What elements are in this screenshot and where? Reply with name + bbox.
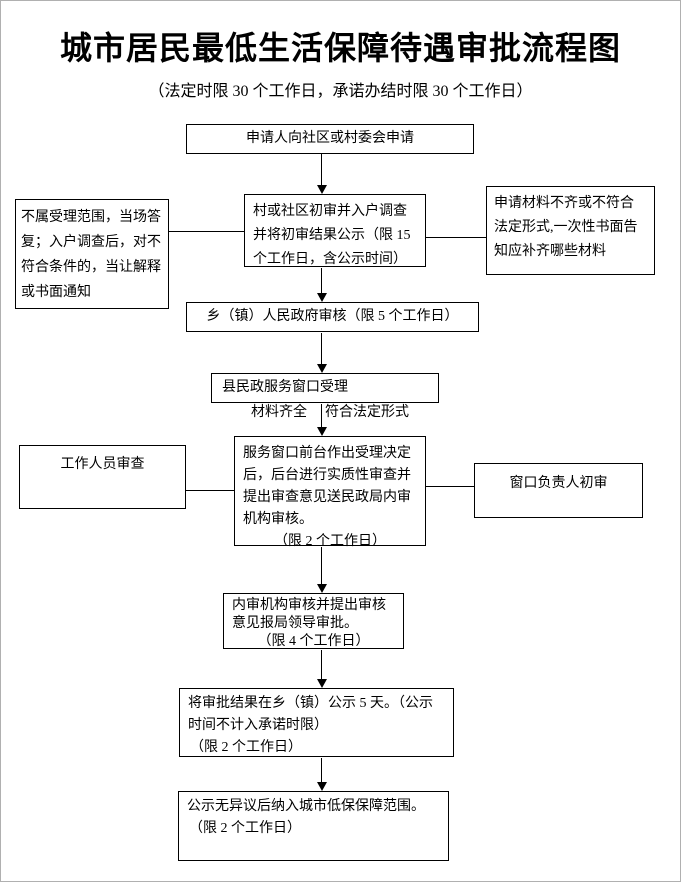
arrow-county-to-decision <box>316 404 327 436</box>
connector-decision-chief <box>426 486 474 487</box>
node-window-chief-label: 窗口负责人初审 <box>509 476 608 491</box>
arrow-shaft <box>321 758 322 782</box>
node-materials-incomplete-label: 申请材料不齐或不符合法定形式,一次性书面告知应补齐哪些材料 <box>494 196 638 259</box>
node-apply-label: 申请人向社区或村委会申请 <box>246 131 414 146</box>
node-materials-incomplete: 申请材料不齐或不符合法定形式,一次性书面告知应补齐哪些材料 <box>486 186 655 275</box>
node-final-inclusion: 公示无异议后纳入城市低保保障范围。 （限 2 个工作日） <box>178 791 449 861</box>
node-window-decision-limit: （限 2 个工作日） <box>274 534 386 549</box>
node-window-decision-label: 服务窗口前台作出受理决定后，后台进行实质性审查并提出审查意见送民政局内审机构审核… <box>243 446 411 527</box>
node-window-chief: 窗口负责人初审 <box>474 463 643 518</box>
node-township-review: 乡（镇）人民政府审核（限 5 个工作日） <box>186 302 479 332</box>
node-county-window-label: 县民政服务窗口受理 <box>222 380 348 395</box>
arrow-publicity-to-final <box>316 758 327 791</box>
connector-notaccepted-village <box>169 231 244 232</box>
node-not-accepted: 不属受理范围，当场答复；入户调查后，对不符合条件的，当让解释或书面通知 <box>15 199 169 309</box>
arrow-village-to-township <box>316 268 327 302</box>
arrow-township-to-county <box>316 333 327 373</box>
node-county-window: 县民政服务窗口受理 <box>211 373 439 403</box>
edge-label-materials-complete: 材料齐全 <box>251 405 307 420</box>
node-staff-review: 工作人员审查 <box>19 445 186 509</box>
arrow-head-icon <box>316 782 327 791</box>
node-internal-audit: 内审机构审核并提出审核意见报局领导审批。 （限 4 个工作日） <box>223 593 404 649</box>
node-final-inclusion-label: 公示无异议后纳入城市低保保障范围。 <box>187 799 425 814</box>
node-publicity-limit: （限 2 个工作日） <box>190 740 302 755</box>
node-publicity-label: 将审批结果在乡（镇）公示 5 天。（公示时间不计入承诺时限） <box>188 696 433 733</box>
arrow-shaft <box>321 650 322 679</box>
page-title: 城市居民最低生活保障待遇审批流程图 <box>59 30 621 66</box>
arrow-shaft <box>321 154 322 185</box>
connector-village-materials <box>426 237 486 238</box>
arrow-shaft <box>321 404 322 427</box>
node-internal-audit-label: 内审机构审核并提出审核意见报局领导审批。 <box>232 598 386 631</box>
node-final-inclusion-limit: （限 2 个工作日） <box>189 821 301 836</box>
node-not-accepted-label: 不属受理范围，当场答复；入户调查后，对不符合条件的，当让解释或书面通知 <box>21 210 161 300</box>
page-subtitle: （法定时限 30 个工作日，承诺办结时限 30 个工作日） <box>148 83 533 100</box>
arrow-head-icon <box>316 427 327 436</box>
arrow-head-icon <box>316 679 327 688</box>
node-publicity: 将审批结果在乡（镇）公示 5 天。（公示时间不计入承诺时限） （限 2 个工作日… <box>179 688 454 757</box>
node-township-review-label: 乡（镇）人民政府审核（限 5 个工作日） <box>206 309 459 324</box>
node-internal-audit-limit: （限 4 个工作日） <box>257 634 370 649</box>
node-staff-review-label: 工作人员审查 <box>60 457 145 472</box>
node-village-review: 村或社区初审并入户调查并将初审结果公示（限 15 个工作日，含公示时间） <box>244 194 426 267</box>
node-window-decision: 服务窗口前台作出受理决定后，后台进行实质性审查并提出审查意见送民政局内审机构审核… <box>234 436 426 549</box>
edge-label-legal-form: 符合法定形式 <box>325 405 409 420</box>
arrow-apply-to-village <box>316 154 327 194</box>
node-village-review-label: 村或社区初审并入户调查并将初审结果公示（限 15 个工作日，含公示时间） <box>253 204 411 267</box>
arrow-shaft <box>321 268 322 293</box>
arrow-shaft <box>321 333 322 364</box>
node-apply: 申请人向社区或村委会申请 <box>186 124 474 154</box>
arrow-decision-to-audit <box>316 547 327 593</box>
arrow-head-icon <box>316 293 327 302</box>
arrow-audit-to-publicity <box>316 650 327 688</box>
connector-staff-decision <box>186 490 234 491</box>
arrow-shaft <box>321 547 322 584</box>
arrow-head-icon <box>316 185 327 194</box>
arrow-head-icon <box>316 364 327 373</box>
arrow-head-icon <box>316 584 327 593</box>
